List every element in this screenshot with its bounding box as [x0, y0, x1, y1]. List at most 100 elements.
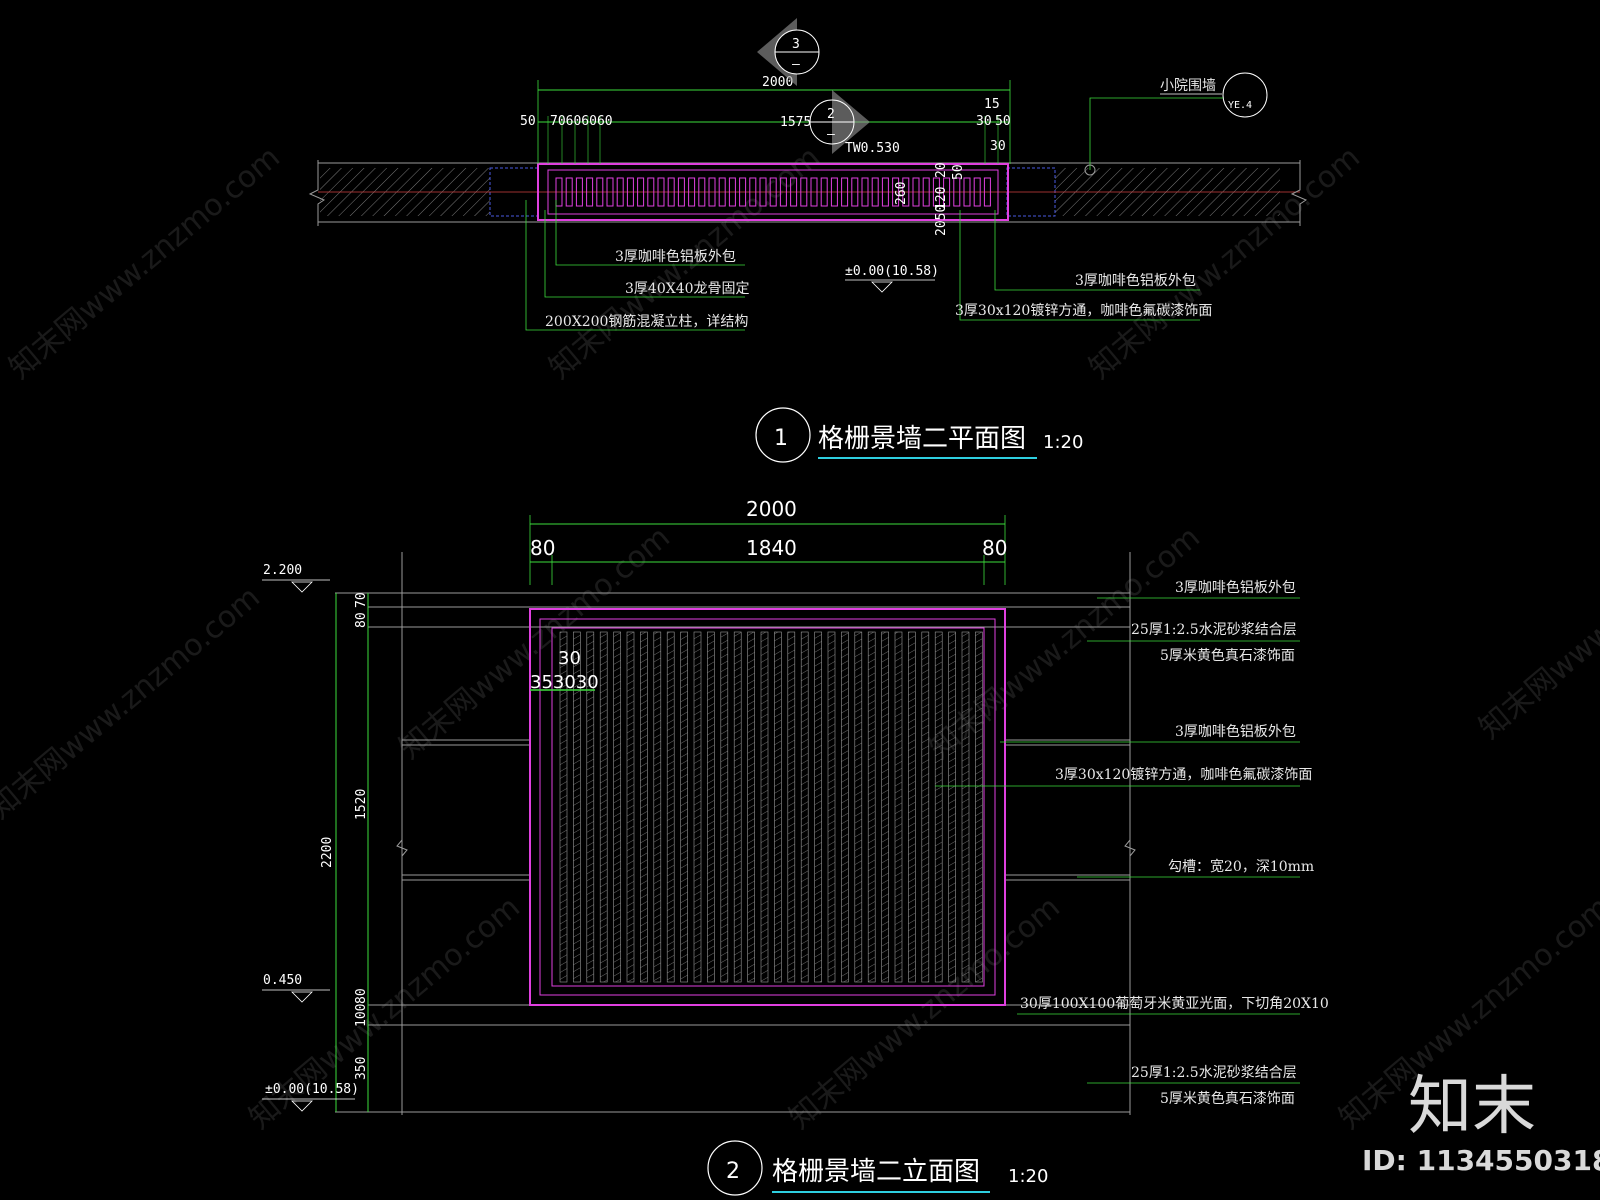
elevation-slat	[586, 631, 595, 983]
elev-note: 5厚米黄色真石漆饰面	[1160, 647, 1295, 664]
plan-slats	[555, 177, 991, 207]
plan-slat	[769, 177, 777, 207]
plan-scale: 1:20	[1043, 432, 1083, 453]
elev-dim-total: 2000	[746, 497, 797, 521]
plan-dim-total: 2000	[762, 75, 793, 90]
elevation-notes: 3厚咖啡色铝板外包 25厚1:2.5水泥砂浆结合层 5厚米黄色真石漆饰面 3厚咖…	[935, 579, 1329, 1107]
plan-slat	[739, 177, 747, 207]
plan-slat	[688, 177, 696, 207]
ref-wall-callout: 小院围墙 YE.4	[1084, 72, 1268, 176]
elevation-slat	[934, 631, 943, 983]
plan-slat	[912, 177, 920, 207]
plan-slat	[677, 177, 685, 207]
svg-text:2: 2	[827, 107, 835, 122]
elevation-scale: 1:20	[1008, 1166, 1048, 1187]
elev-dim: 80	[354, 612, 369, 628]
elevation-slat	[559, 631, 568, 983]
plan-slat	[647, 177, 655, 207]
elevation-slat	[760, 631, 769, 983]
elevation-slat	[720, 631, 729, 983]
elevation-slat	[693, 631, 702, 983]
plan-slat	[779, 177, 787, 207]
elev-dim: 2200	[320, 837, 335, 868]
plan-notes-right: 3厚咖啡色铝板外包 3厚30x120镀锌方通，咖啡色氟碳漆饰面	[955, 210, 1212, 321]
plan-slat	[830, 177, 838, 207]
plan-slat	[820, 177, 828, 207]
elevation-title: 格栅景墙二立面图	[772, 1157, 980, 1187]
plan-dim: 15	[984, 97, 1000, 112]
plan-slat	[657, 177, 665, 207]
elev-dim: 80	[982, 536, 1007, 560]
elev-note: 5厚米黄色真石漆饰面	[1160, 1090, 1295, 1107]
plan-slat	[749, 177, 757, 207]
plan-slat	[902, 177, 910, 207]
level-label: ±0.00(10.58)	[265, 1082, 359, 1097]
svg-text:—: —	[792, 57, 800, 72]
plan-title: 格栅景墙二平面图	[818, 424, 1026, 454]
elevation-slat	[707, 631, 715, 983]
section-marker-2: 2 —	[809, 90, 870, 154]
plan-note: 3厚40X40龙骨固定	[625, 281, 750, 297]
svg-text:—: —	[827, 127, 835, 142]
elevation-slat	[814, 631, 822, 983]
plan-slat	[575, 177, 583, 207]
elevation-title-block: 2 格栅景墙二立面图 1:20	[707, 1140, 1048, 1196]
plan-dim: 20	[934, 162, 949, 178]
plan-dim: 1575	[780, 115, 811, 130]
plan-top-elev: TW0.530	[845, 141, 900, 156]
plan-slat	[922, 177, 930, 207]
watermarks: 知末网www.znzmo.com 知末网www.znzmo.com 知末网www…	[0, 140, 1600, 1136]
plan-dim: 260	[894, 182, 909, 205]
plan-dim: 120	[934, 187, 949, 210]
plan-slat	[973, 177, 981, 207]
level-label: 0.450	[263, 973, 302, 988]
watermark-text: 知末网www.znzmo.com	[1473, 500, 1600, 746]
elevation-slats	[559, 631, 983, 983]
plan-slat	[728, 177, 736, 207]
elevation-slat	[827, 631, 836, 983]
plan-slat	[841, 177, 849, 207]
plan-slat	[861, 177, 869, 207]
elevation-slat	[666, 631, 675, 983]
elevation-slat	[640, 631, 648, 983]
plan-slat	[596, 177, 604, 207]
plan-note: 3厚咖啡色铝板外包	[615, 248, 736, 265]
plan-dim: 70606060	[550, 114, 613, 129]
elevation-slat	[881, 631, 889, 983]
slat-dim: 353030	[530, 672, 599, 693]
plan-slat	[871, 177, 879, 207]
plan-slat	[983, 177, 991, 207]
elevation-slat	[867, 631, 876, 983]
elev-note: 勾槽：宽20，深10mm	[1168, 858, 1314, 875]
plan-slat	[565, 177, 573, 207]
plan-notes-left: 3厚咖啡色铝板外包 3厚40X40龙骨固定 200X200钢筋混凝立柱，详结构	[525, 200, 750, 331]
plan-dim: 2050	[934, 205, 949, 236]
plan-note: 200X200钢筋混凝立柱，详结构	[545, 313, 748, 330]
svg-text:YE.4: YE.4	[1228, 100, 1252, 111]
plan-slat	[708, 177, 716, 207]
brand-logo: 知末	[1408, 1070, 1536, 1144]
elev-note: 30厚100X100葡萄牙米黄亚光面，下切角20X10	[1020, 995, 1329, 1012]
elev-dim: 80	[354, 988, 369, 1004]
elevation-slat	[774, 631, 782, 983]
elev-note: 25厚1:2.5水泥砂浆结合层	[1131, 1065, 1297, 1081]
elev-dim: 1840	[746, 536, 797, 560]
plan-slat	[932, 177, 940, 207]
plan-dim: 30	[990, 139, 1006, 154]
elevation-slat	[613, 631, 621, 983]
plan-slat	[810, 177, 818, 207]
section-marker-3: 3 —	[757, 18, 820, 86]
elevation-slat	[747, 631, 755, 983]
svg-text:小院围墙: 小院围墙	[1160, 78, 1216, 94]
watermark-text: 知末网www.znzmo.com	[3, 140, 287, 386]
plan-slat	[586, 177, 594, 207]
plan-slat	[759, 177, 767, 207]
elevation-slat	[653, 631, 662, 983]
plan-note: 3厚30x120镀锌方通，咖啡色氟碳漆饰面	[955, 302, 1212, 319]
slat-dim: 30	[558, 648, 581, 669]
elevation-slat	[787, 631, 796, 983]
elevation-number: 2	[726, 1159, 740, 1184]
elevation-slat	[573, 631, 581, 983]
plan-note: 3厚咖啡色铝板外包	[1075, 272, 1196, 289]
plan-slat	[963, 177, 971, 207]
